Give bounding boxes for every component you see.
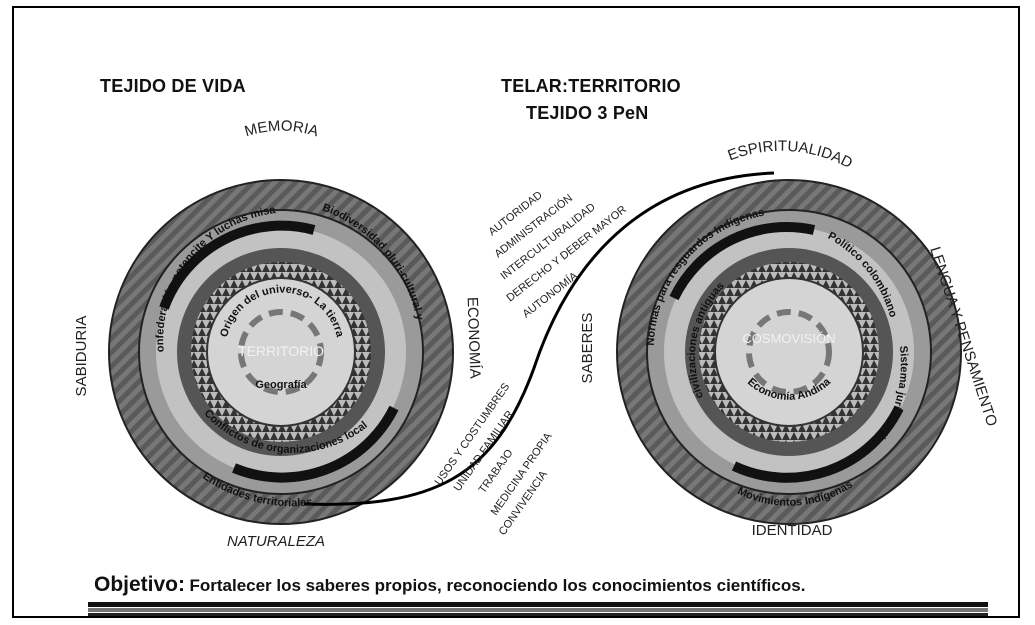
right-label-bottom: IDENTIDAD: [752, 522, 833, 539]
right-label-top: ESPIRITUALIDAD: [725, 138, 855, 172]
right-title-line-2: TEJIDO 3 PeN: [526, 103, 649, 123]
left-inner-bottom: Geografía: [255, 379, 307, 391]
objective-label: Objetivo:: [94, 573, 186, 596]
left-center-label: TERRITORIO: [238, 343, 324, 359]
objective-text: Fortalecer los saberes propios, reconoci…: [189, 576, 806, 595]
diagram-frame: TEJIDO DE VIDA TELAR:TERRITORIO TEJIDO 3…: [12, 6, 1020, 618]
weaving-diagram: MEMORIA SABIDURIA ECONOMÍA NATURALEZA TE…: [14, 8, 1000, 616]
right-label-left: SABERES: [579, 313, 596, 384]
left-title: TEJIDO DE VIDA: [100, 76, 246, 96]
objective-line: Objetivo: Fortalecer los saberes propios…: [94, 573, 1014, 597]
left-circle: [108, 179, 454, 525]
left-label-right: ECONOMÍA: [464, 297, 484, 379]
center-lower-list: USOS Y COSTUMBRES UNIDAD FAMILIAR TRABAJ…: [433, 381, 555, 538]
right-center-label: COSMOVISIÓN: [742, 331, 835, 346]
center-upper-list: AUTORIDAD ADMINISTRACIÓN INTERCULTURALID…: [486, 189, 628, 320]
bottom-band: [88, 602, 988, 616]
left-label-bottom: NATURALEZA: [227, 533, 325, 550]
left-label-left: SABIDURIA: [73, 316, 90, 397]
right-circle: [616, 179, 962, 525]
s-curve-connector: [303, 171, 775, 506]
left-label-top: MEMORIA: [243, 118, 321, 141]
right-title-line-1: TELAR:TERRITORIO: [501, 76, 681, 96]
